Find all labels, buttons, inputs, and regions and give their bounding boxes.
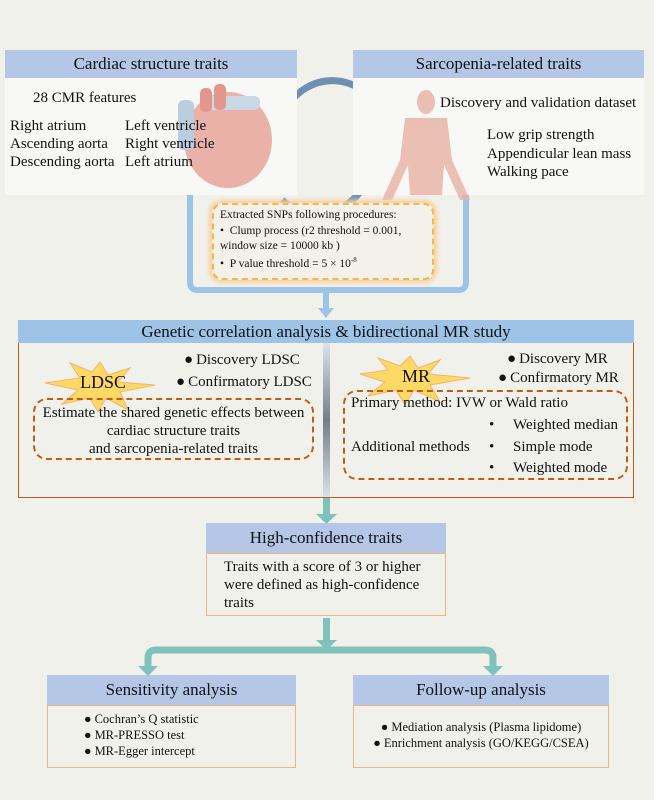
primary-method: Primary method: IVW or Wald ratio [351, 395, 568, 411]
snp-procedure-box: Extracted SNPs following procedures: • C… [212, 203, 434, 280]
method-item: • Weighted median [489, 417, 619, 433]
ldsc-label: LDSC [80, 372, 127, 392]
ldsc-item: Discovery LDSC [184, 352, 300, 369]
sarcopenia-trait: Walking pace [487, 164, 569, 180]
dataset-label: Discovery and validation dataset [440, 95, 637, 111]
followup-header: Follow-up analysis [353, 675, 609, 705]
center-divider [323, 343, 330, 498]
sensitivity-header: Sensitivity analysis [47, 675, 296, 705]
sarcopenia-header: Sarcopenia-related traits [353, 50, 644, 78]
snp-clump: • Clump process (r2 threshold = 0.001, [220, 225, 402, 237]
cardiac-trait: Left ventricle [125, 118, 207, 134]
high-confidence-header: High-confidence traits [206, 523, 446, 553]
snp-title: Extracted SNPs following procedures: [220, 209, 397, 221]
cmr-features-label: 28 CMR features [33, 90, 137, 106]
genetic-header: Genetic correlation analysis & bidirecti… [18, 320, 634, 343]
method-item: • Simple mode [489, 439, 593, 455]
mr-item: Confirmatory MR [498, 370, 619, 387]
blue-arrowhead [318, 308, 334, 318]
sensitivity-body: Cochran’s Q statistic MR-PRESSO test MR-… [47, 705, 296, 768]
cardiac-trait: Ascending aorta [10, 136, 108, 152]
cardiac-trait: Left atrium [125, 154, 193, 170]
mr-label: MR [402, 366, 431, 386]
cardiac-header: Cardiac structure traits [5, 50, 297, 78]
ldsc-description-box: Estimate the shared genetic effects betw… [33, 398, 314, 460]
snp-window: window size = 10000 kb ) [220, 240, 340, 252]
teal-bracket [144, 646, 497, 672]
additional-methods-label: Additional methods [351, 439, 470, 455]
method-item: • Weighted mode [489, 460, 608, 476]
cardiac-trait: Right atrium [10, 118, 87, 134]
genetic-panel [18, 343, 634, 498]
mr-item: Discovery MR [507, 351, 608, 368]
high-confidence-body: Traits with a score of 3 or higher were … [206, 553, 446, 616]
mr-methods-box: Primary method: IVW or Wald ratio Additi… [343, 390, 628, 480]
cardiac-trait: Descending aorta [10, 154, 115, 170]
ldsc-item: Confirmatory LDSC [176, 374, 312, 391]
snp-pvalue: • P value threshold = 5 × 10-8 [220, 256, 357, 270]
sarcopenia-trait: Low grip strength [487, 127, 595, 143]
followup-body: Mediation analysis (Plasma lipidome) Enr… [353, 705, 609, 768]
sarcopenia-trait: Appendicular lean mass [487, 146, 632, 162]
cardiac-trait: Right ventricle [125, 136, 215, 152]
